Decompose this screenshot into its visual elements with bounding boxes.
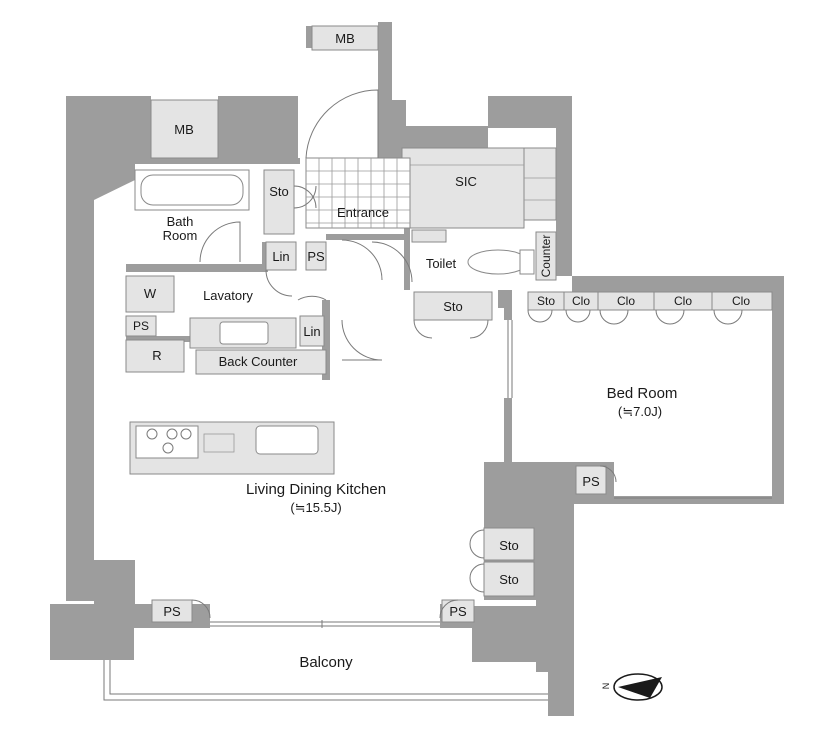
lin-lower-label: Lin	[303, 324, 320, 339]
sic-shelf	[523, 147, 557, 221]
mb-top-label: MB	[335, 31, 355, 46]
mb-left-box	[150, 99, 219, 159]
hall-sto-label: Sto	[443, 299, 463, 314]
counter-box	[535, 231, 557, 281]
washer-box	[125, 275, 175, 313]
ps-balcony-right-label: PS	[449, 604, 467, 619]
ps-balcony-left-label: PS	[163, 604, 181, 619]
ps-balcony-left-box	[151, 599, 193, 623]
closet-clo-3-label: Clo	[674, 294, 692, 308]
w-label: W	[144, 286, 157, 301]
ps-hall-box	[305, 241, 327, 271]
lin-lower-box	[299, 315, 325, 347]
ldk-sto-1-box	[483, 527, 535, 561]
mb-top-box	[311, 25, 379, 51]
ldk-sto-1-label: Sto	[499, 538, 519, 553]
ldk-label: Living Dining Kitchen	[246, 481, 386, 498]
bedroom-label: Bed Room	[607, 385, 678, 402]
stove-burners	[146, 428, 192, 454]
bathtub	[134, 169, 250, 211]
mb-left-label: MB	[174, 122, 194, 137]
r-label: R	[152, 348, 161, 363]
hall-sto-box	[413, 291, 493, 321]
ldk-sto-2-label: Sto	[499, 572, 519, 587]
entrance-sto-label: Sto	[269, 184, 289, 199]
bath-room-label-2: Room	[163, 228, 198, 243]
toilet-bowl	[467, 249, 529, 275]
lin-upper-label: Lin	[272, 249, 289, 264]
sic-label: SIC	[455, 174, 477, 189]
room-labels: MB MB SIC Entrance Sto Bath Room Lin PS …	[133, 31, 750, 671]
ldk-size-label: (≒15.5J)	[290, 500, 341, 515]
closet-clo-1-label: Clo	[572, 294, 590, 308]
ps-bed-label: PS	[582, 474, 600, 489]
north-label: N	[601, 683, 611, 690]
toilet-label: Toilet	[426, 256, 457, 271]
entrance-tile-grid	[306, 158, 410, 228]
closet-clo-4-label: Clo	[732, 294, 750, 308]
entrance-label: Entrance	[337, 205, 389, 220]
bath-room-label-1: Bath	[167, 214, 194, 229]
closet-sto-label: Sto	[537, 294, 555, 308]
ps-hall-label: PS	[307, 249, 325, 264]
back-counter-box	[195, 349, 327, 375]
fixtures	[103, 25, 773, 701]
counter-label: Counter	[539, 235, 553, 278]
lavatory-label: Lavatory	[203, 288, 253, 303]
north-arrow-icon: N	[601, 673, 663, 701]
kitchen-sink	[255, 425, 319, 455]
ps-lav-box	[125, 315, 157, 337]
back-counter-label: Back Counter	[219, 354, 298, 369]
closet-clo-2-label: Clo	[617, 294, 635, 308]
toilet-tank	[411, 229, 447, 243]
fridge-box	[125, 339, 185, 373]
balcony-label: Balcony	[299, 654, 353, 671]
ldk-sto-2-box	[483, 561, 535, 597]
lin-upper-box	[265, 241, 297, 271]
ps-bed-box	[575, 465, 607, 495]
bedroom-size-label: (≒7.0J)	[618, 404, 662, 419]
doors	[191, 89, 743, 619]
entrance-sto-box	[263, 169, 295, 235]
ps-lav-label: PS	[133, 319, 149, 333]
